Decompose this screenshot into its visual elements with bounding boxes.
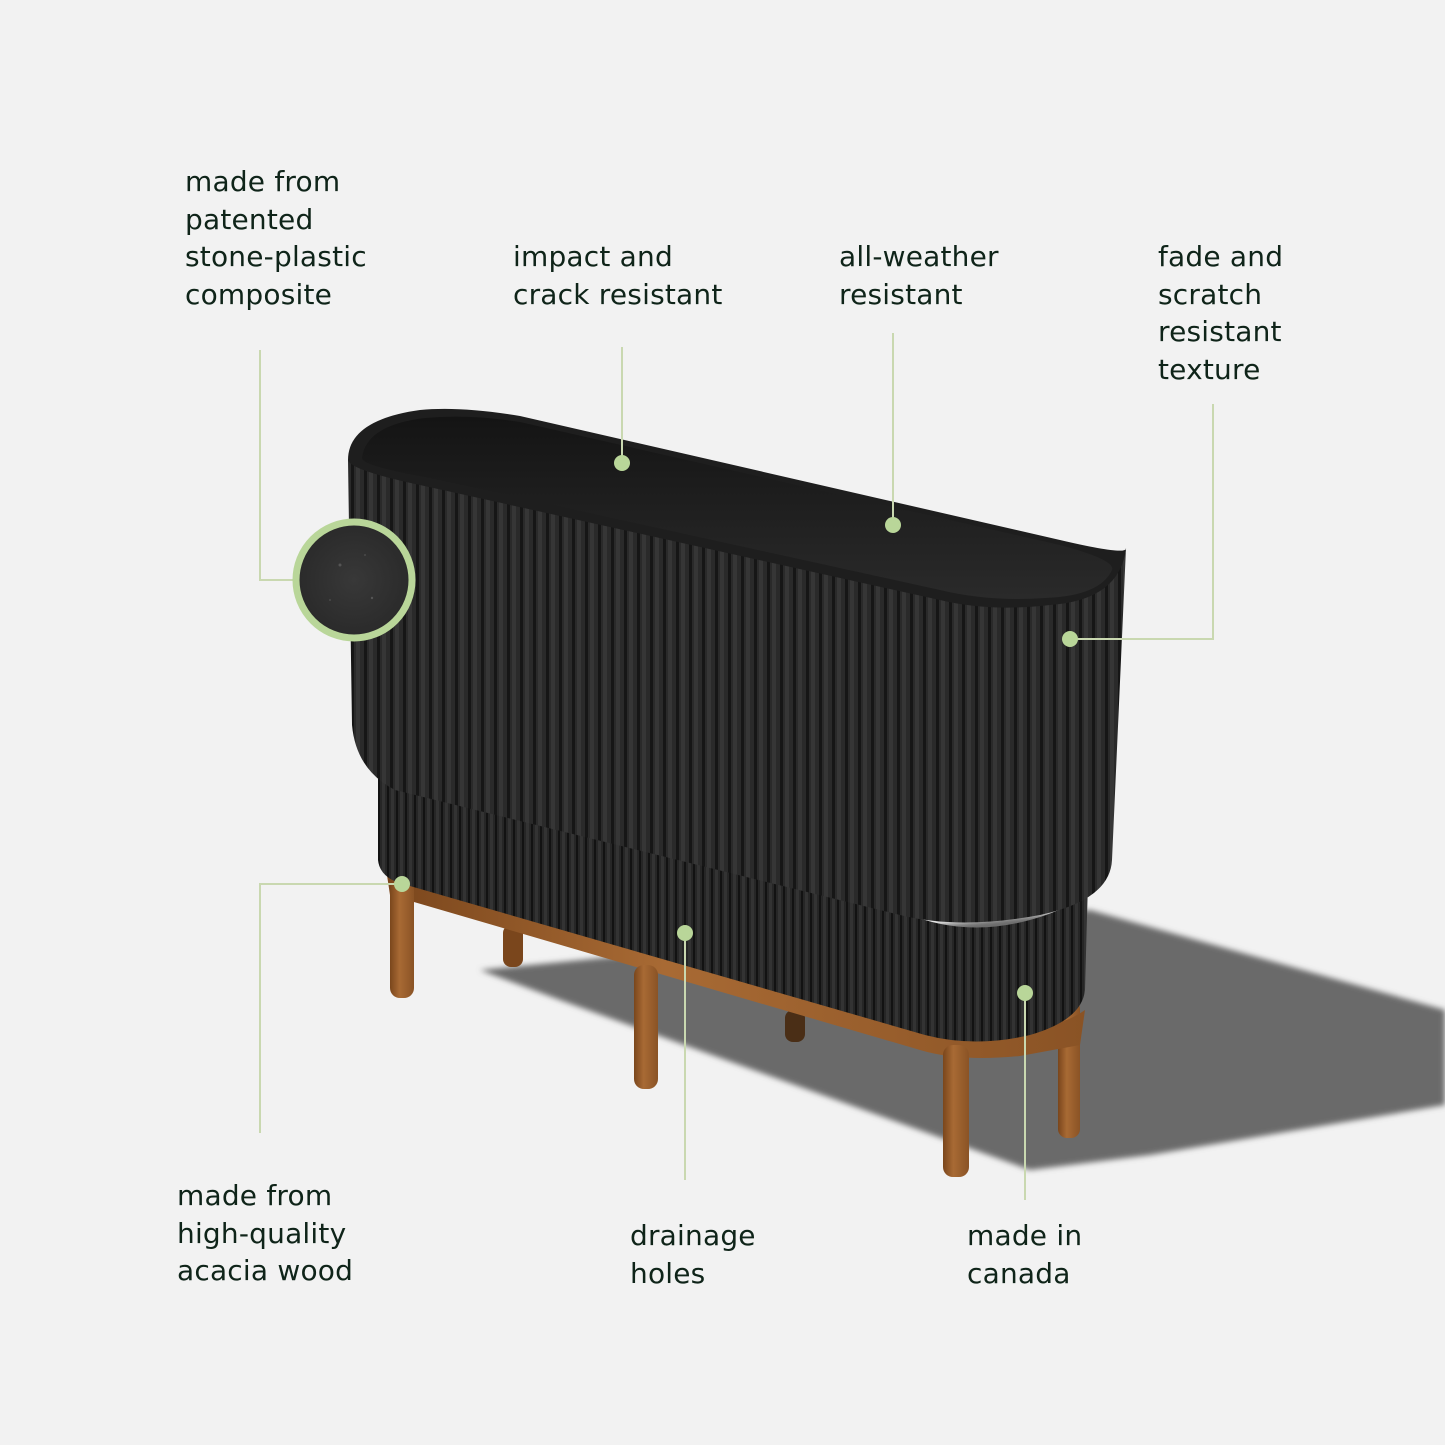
callout-weather-line-2: resistant (839, 277, 963, 311)
callout-material: made from patented stone-plastic composi… (185, 163, 367, 313)
callout-wood-line-2: high-quality (177, 1216, 347, 1250)
callout-impact-line-1: impact and (513, 240, 673, 273)
connector-fade (1070, 404, 1214, 640)
dot-weather (885, 517, 901, 533)
callout-drainage-line-1: drainage (630, 1219, 756, 1252)
callout-drainage: drainage holes (630, 1217, 756, 1292)
callout-fade-line-4: texture (1158, 352, 1261, 386)
callout-fade-line-3: resistant (1158, 315, 1282, 349)
callout-impact-line-2: crack resistant (513, 277, 723, 311)
callout-wood: made from high-quality acacia wood (177, 1177, 353, 1290)
dot-origin (1017, 985, 1033, 1001)
planter-body (348, 460, 1126, 923)
connector-wood (259, 883, 402, 1133)
callout-weather: all-weather resistant (839, 238, 999, 313)
callout-origin: made in canada (967, 1217, 1082, 1292)
dot-fade (1062, 631, 1078, 647)
planter-opening (362, 416, 1113, 599)
callout-impact: impact and crack resistant (513, 238, 723, 313)
callout-origin-line-1: made in (967, 1219, 1083, 1252)
callout-fade-line-1: fade and (1158, 240, 1284, 273)
callout-material-line-3: stone-plastic (185, 240, 367, 274)
callout-material-line-1: made from (185, 165, 341, 198)
callout-fade-line-2: scratch (1158, 277, 1263, 311)
wood-stand (385, 862, 1085, 1177)
callout-fade: fade and scratch resistant texture (1158, 238, 1283, 388)
dot-impact (614, 455, 630, 471)
callout-weather-line-1: all-weather (839, 240, 999, 273)
callout-wood-line-1: made from (177, 1179, 333, 1212)
callout-material-line-4: composite (185, 277, 333, 311)
dot-drainage (677, 925, 693, 941)
callout-wood-line-3: acacia wood (177, 1254, 354, 1288)
callout-origin-line-2: canada (967, 1256, 1071, 1290)
dot-wood (394, 876, 410, 892)
connector-lines (259, 333, 1214, 1200)
connector-material (259, 350, 294, 581)
callout-drainage-line-2: holes (630, 1256, 706, 1290)
callout-dots (394, 455, 1078, 1001)
callout-material-line-2: patented (185, 202, 314, 236)
planter-base-band (378, 770, 1088, 1042)
texture-swatch (292, 518, 416, 642)
